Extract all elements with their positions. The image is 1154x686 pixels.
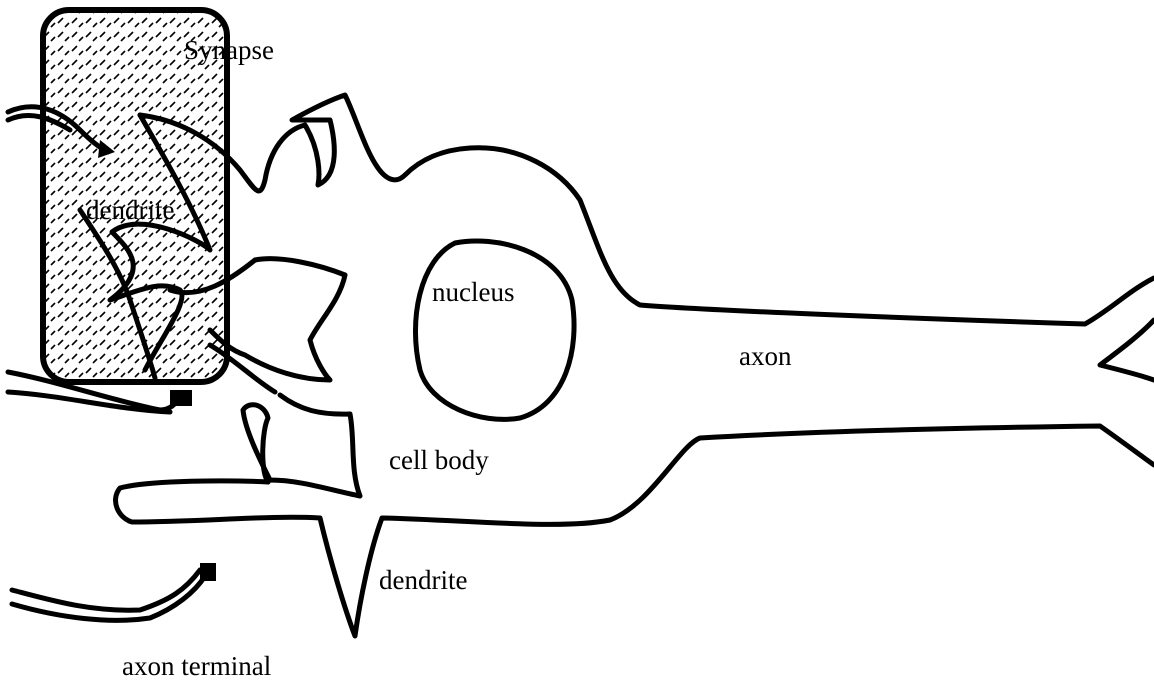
label-axon: axon [739, 343, 791, 370]
axon-terminal-knob [170, 390, 192, 406]
label-nucleus: nucleus [432, 279, 514, 306]
nucleus-outline [415, 241, 574, 419]
label-dendrite-bottom: dendrite [379, 567, 467, 594]
neuron-outline [80, 95, 1154, 636]
label-cell-body: cell body [389, 447, 489, 474]
label-dendrite-top: dendrite [86, 197, 174, 224]
axon-terminal-knob-lower [200, 563, 216, 581]
label-axon-terminal: axon terminal [122, 653, 271, 680]
label-synapse: Synapse [184, 37, 274, 64]
